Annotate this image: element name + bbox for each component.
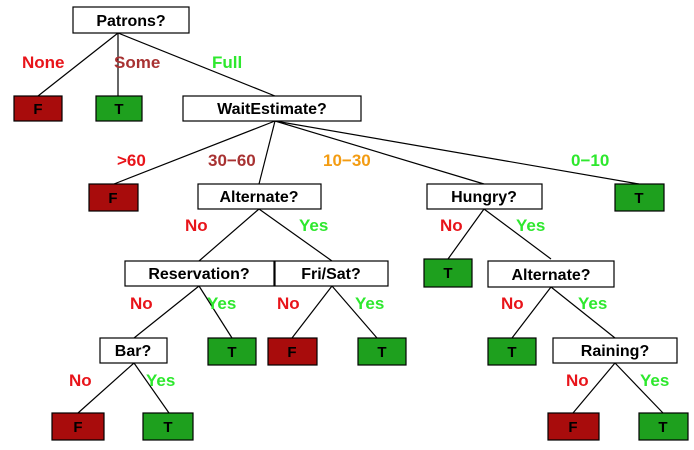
leaf-label-false: F — [287, 344, 296, 361]
edge-reservation-no — [133, 285, 200, 339]
edge-reservation-yes — [198, 285, 233, 339]
leaf-label-true: T — [377, 344, 386, 361]
edge-patrons-none — [37, 32, 119, 97]
leaf-label-true: T — [227, 344, 236, 361]
edge-frisat-no — [291, 285, 333, 339]
leaf-label-true: T — [658, 419, 667, 436]
node-alternate-1: Alternate? — [197, 183, 322, 210]
edge-frisat-yes — [331, 285, 378, 339]
leaf-label-true: T — [163, 419, 172, 436]
edge-bar-no — [77, 362, 135, 414]
tree-edges — [37, 32, 664, 414]
label-gt60: >60 — [117, 151, 146, 170]
node-bar-label: Bar? — [115, 343, 151, 360]
leaf-frisat-yes: T — [357, 337, 407, 366]
label-frisat-yes: Yes — [355, 294, 384, 313]
label-bar-yes: Yes — [146, 371, 175, 390]
edge-raining-yes — [614, 362, 664, 414]
node-alternate-2-label: Alternate? — [511, 267, 590, 284]
node-wait-estimate: WaitEstimate? — [182, 95, 362, 122]
edge-raining-no — [572, 362, 616, 414]
leaf-raining-yes: T — [638, 412, 689, 441]
branch-labels: None Some Full >60 30−60 10−30 0−10 No Y… — [22, 53, 669, 390]
label-reservation-no: No — [130, 294, 153, 313]
label-hungry-yes: Yes — [516, 216, 545, 235]
node-fri-sat-label: Fri/Sat? — [301, 266, 361, 283]
label-raining-no: No — [566, 371, 589, 390]
leaf-wait-0-10: T — [614, 183, 665, 212]
decision-nodes: Patrons? WaitEstimate? Alternate? Hungry… — [72, 6, 678, 364]
edge-alternate2-no — [511, 286, 552, 339]
leaf-reservation-yes: T — [207, 337, 257, 366]
node-reservation: Reservation? — [124, 260, 275, 287]
node-raining: Raining? — [552, 337, 678, 364]
edge-bar-yes — [133, 362, 170, 414]
label-alternate2-yes: Yes — [578, 294, 607, 313]
leaf-label-false: F — [73, 419, 82, 436]
leaf-patrons-none: F — [13, 95, 63, 122]
node-hungry: Hungry? — [426, 183, 543, 210]
edge-hungry-no — [447, 208, 485, 260]
label-none: None — [22, 53, 65, 72]
label-reservation-yes: Yes — [207, 294, 236, 313]
leaf-label-true: T — [634, 190, 643, 207]
edge-wait-0-10 — [274, 120, 640, 185]
leaf-patrons-some: T — [95, 95, 143, 122]
leaf-raining-no: F — [547, 412, 600, 441]
leaf-label-true: T — [443, 265, 452, 282]
leaf-label-true: T — [114, 101, 123, 118]
label-full: Full — [212, 53, 242, 72]
node-bar: Bar? — [99, 337, 168, 364]
node-raining-label: Raining? — [581, 343, 649, 360]
leaf-bar-yes: T — [142, 412, 194, 441]
label-bar-no: No — [69, 371, 92, 390]
leaf-frisat-no: F — [267, 337, 318, 366]
edge-hungry-yes — [483, 208, 552, 260]
leaf-label-false: F — [33, 101, 42, 118]
label-raining-yes: Yes — [640, 371, 669, 390]
label-alternate1-no: No — [185, 216, 208, 235]
leaf-alternate2-no: T — [487, 337, 537, 366]
leaf-wait-gt60: F — [88, 183, 139, 212]
edge-patrons-full — [117, 32, 276, 97]
leaf-hungry-no: T — [423, 258, 473, 288]
label-frisat-no: No — [277, 294, 300, 313]
leaf-label-false: F — [108, 190, 117, 207]
leaf-nodes: F T F T T T F T — [13, 95, 689, 441]
node-alternate-1-label: Alternate? — [219, 189, 298, 206]
node-patrons: Patrons? — [72, 6, 190, 34]
label-0-10: 0−10 — [571, 151, 609, 170]
label-some: Some — [114, 53, 160, 72]
edge-wait-10-30 — [274, 120, 485, 185]
edge-wait-gt60 — [113, 120, 276, 185]
node-fri-sat: Fri/Sat? — [274, 260, 389, 287]
node-hungry-label: Hungry? — [451, 189, 517, 206]
node-alternate-2: Alternate? — [487, 260, 615, 288]
label-hungry-no: No — [440, 216, 463, 235]
leaf-label-true: T — [507, 344, 516, 361]
edge-alternate1-yes — [258, 208, 333, 262]
label-10-30: 10−30 — [323, 151, 371, 170]
node-patrons-label: Patrons? — [96, 13, 165, 30]
edge-wait-30-60 — [258, 120, 276, 185]
node-wait-estimate-label: WaitEstimate? — [217, 101, 327, 118]
leaf-label-false: F — [568, 419, 577, 436]
label-alternate2-no: No — [501, 294, 524, 313]
edge-alternate2-yes — [550, 286, 616, 339]
edge-alternate1-no — [198, 208, 260, 262]
leaf-bar-no: F — [51, 412, 105, 441]
node-reservation-label: Reservation? — [148, 266, 249, 283]
label-alternate1-yes: Yes — [299, 216, 328, 235]
label-30-60: 30−60 — [208, 151, 256, 170]
